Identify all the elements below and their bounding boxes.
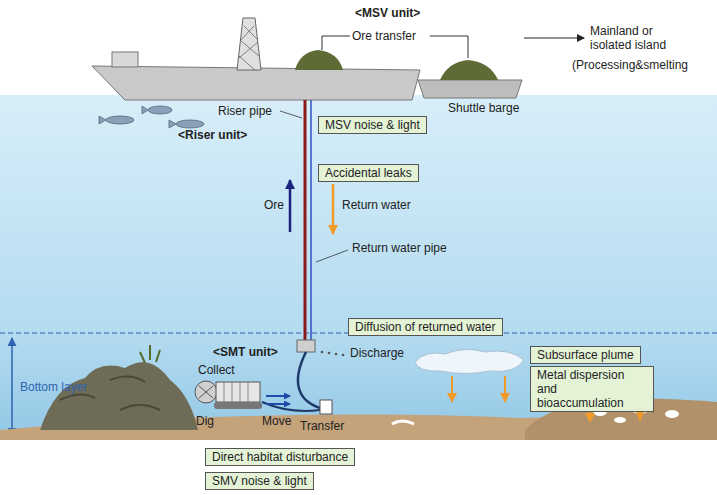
impact-box: Metal dispersion and bioaccumulation — [530, 366, 654, 412]
unit-label: <Riser unit> — [178, 128, 247, 142]
part-label: Return water pipe — [352, 241, 447, 255]
impact-box: Accidental leaks — [318, 164, 419, 182]
zone-label: Bottom layer — [20, 380, 87, 394]
impact-text: Subsurface plume — [537, 348, 634, 362]
impact-box: SMV noise & light — [205, 472, 314, 490]
impact-text: Accidental leaks — [325, 166, 412, 180]
unit-label: <MSV unit> — [355, 6, 420, 20]
vessel-label: Shuttle barge — [448, 101, 519, 115]
flow-label: Return water — [342, 198, 411, 212]
impact-text: Metal dispersion and bioaccumulation — [537, 368, 647, 410]
impact-box: Direct habitat disturbance — [205, 448, 355, 466]
impact-text: MSV noise & light — [325, 118, 420, 132]
unit-label: <SMT unit> — [213, 345, 278, 359]
process-label: Transfer — [300, 419, 344, 433]
process-label: Collect — [198, 363, 235, 377]
process-label: Ore transfer — [352, 29, 416, 43]
impact-box: MSV noise & light — [318, 116, 427, 134]
process-label: Dig — [196, 414, 214, 428]
impact-text: Diffusion of returned water — [355, 320, 496, 334]
impact-text: SMV noise & light — [212, 474, 307, 488]
flow-label: Ore — [264, 198, 284, 212]
impact-box: Diffusion of returned water — [348, 318, 503, 336]
impact-text: Direct habitat disturbance — [212, 450, 348, 464]
part-label: Riser pipe — [218, 104, 272, 118]
destination-note: (Processing&smelting — [572, 58, 688, 72]
process-label: Move — [262, 414, 291, 428]
process-label: Discharge — [350, 346, 404, 360]
destination-label: Mainland or isolated island — [590, 24, 686, 52]
impact-box: Subsurface plume — [530, 346, 641, 364]
